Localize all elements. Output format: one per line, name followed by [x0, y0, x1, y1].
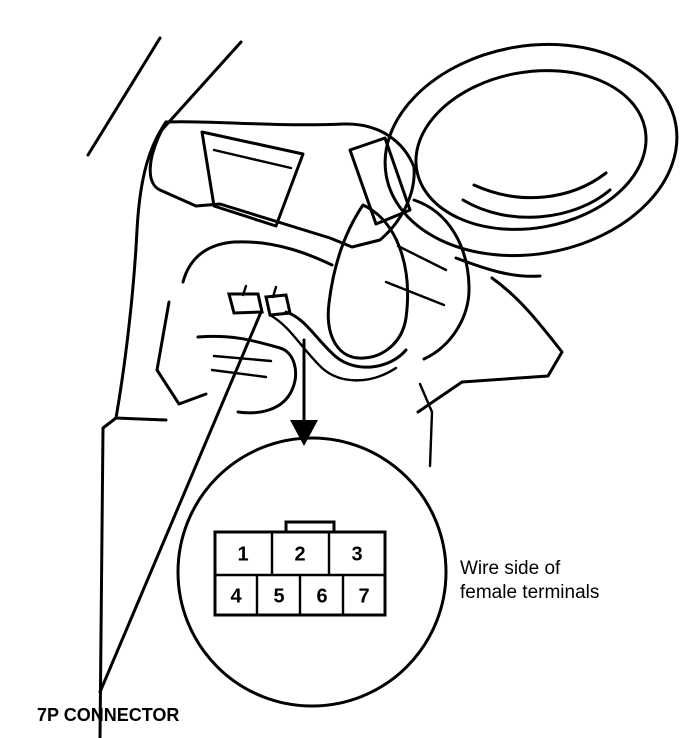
trim-side — [418, 382, 434, 468]
lower-panel-left — [98, 416, 118, 738]
column-cover — [412, 198, 471, 361]
steering-wheel-rim — [383, 42, 679, 258]
pillar-line-left — [86, 36, 162, 157]
callout-line — [98, 310, 263, 694]
connector-label: 7P CONNECTOR — [37, 705, 179, 725]
dash-side-panel — [114, 120, 168, 422]
pin-7: 7 — [358, 585, 369, 607]
steering-stalk — [348, 136, 412, 226]
pin-5: 5 — [273, 585, 284, 607]
pin-6: 6 — [316, 585, 327, 607]
pointer-arrow — [290, 420, 318, 446]
wire-side-note-line-2: female terminals — [460, 582, 599, 603]
detail-circle — [176, 436, 448, 708]
harness-wire-secondary — [268, 313, 398, 382]
trim-curve — [454, 256, 542, 278]
wire-side-note-line-1: Wire side of — [460, 558, 561, 579]
connector-detail: 1 2 3 4 5 6 7 — [176, 436, 448, 708]
column-details — [384, 244, 448, 307]
lower-bracket-left — [155, 300, 208, 406]
vent-grill — [212, 148, 293, 170]
lower-module — [196, 334, 297, 415]
connector-left-shape — [227, 292, 264, 315]
pin-3: 3 — [351, 543, 362, 565]
pin-1: 1 — [237, 543, 248, 565]
steering-wheel-spokes — [461, 171, 612, 219]
wiring-route — [181, 240, 334, 284]
pillar-line-right — [158, 40, 243, 134]
pin-4: 4 — [230, 585, 242, 607]
dash-vent-panel — [200, 130, 305, 228]
steering-wheel-inner — [414, 69, 648, 231]
harness-wire-main — [284, 310, 408, 369]
steering-column — [326, 203, 410, 360]
dashboard-illustration — [86, 36, 679, 738]
pin-2: 2 — [294, 543, 305, 565]
dash-left-curve — [148, 120, 198, 208]
right-lower-trim — [416, 276, 564, 414]
connector-tabs — [241, 284, 278, 299]
